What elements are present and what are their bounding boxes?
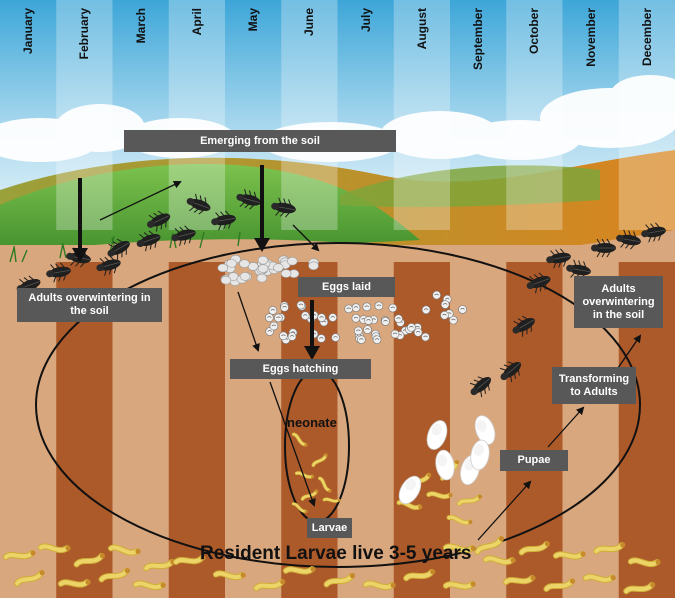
- egg-icon: [373, 336, 381, 344]
- egg-icon: [440, 311, 448, 319]
- egg-icon: [421, 333, 429, 341]
- egg-icon: [258, 256, 268, 264]
- egg-icon: [352, 314, 360, 322]
- egg-icon: [332, 334, 340, 342]
- neonate-label: neonate: [287, 415, 337, 430]
- egg-icon: [352, 304, 360, 312]
- egg-icon: [239, 260, 249, 268]
- egg-icon: [414, 328, 422, 336]
- egg-icon: [354, 327, 362, 335]
- egg-icon: [433, 291, 441, 299]
- adults-overwintering-left-label: Adults overwintering in the soil: [17, 288, 162, 322]
- egg-icon: [407, 323, 415, 331]
- eggs-laid-label: Eggs laid: [298, 277, 395, 297]
- egg-icon: [459, 305, 467, 313]
- egg-icon: [227, 259, 237, 267]
- egg-icon: [297, 301, 305, 309]
- egg-icon: [288, 332, 296, 340]
- eggs-hatching-label: Eggs hatching: [230, 359, 371, 379]
- transforming-label: Transforming to Adults: [552, 367, 636, 404]
- pupae-label: Pupae: [500, 450, 568, 471]
- egg-icon: [381, 317, 389, 325]
- egg-icon: [309, 262, 319, 270]
- egg-icon: [281, 270, 291, 278]
- egg-icon: [273, 264, 283, 272]
- egg-icon: [364, 317, 372, 325]
- egg-icon: [375, 302, 383, 310]
- egg-icon: [257, 274, 267, 282]
- egg-icon: [394, 315, 402, 323]
- egg-icon: [270, 322, 278, 330]
- larvae-label: Larvae: [307, 518, 352, 538]
- egg-icon: [279, 332, 287, 340]
- egg-icon: [218, 264, 228, 272]
- egg-icon: [345, 305, 353, 313]
- egg-icon: [363, 303, 371, 311]
- egg-icon: [287, 257, 297, 265]
- egg-icon: [265, 314, 273, 322]
- egg-icon: [240, 272, 250, 280]
- egg-icon: [389, 304, 397, 312]
- egg-icon: [357, 336, 365, 344]
- egg-icon: [391, 330, 399, 338]
- egg-icon: [258, 265, 268, 273]
- egg-icon: [441, 301, 449, 309]
- emerging-label: Emerging from the soil: [124, 130, 396, 152]
- egg-icon: [318, 314, 326, 322]
- egg-icon: [269, 306, 277, 314]
- egg-icon: [422, 306, 430, 314]
- resident-larvae-label: Resident Larvae live 3-5 years: [200, 543, 471, 565]
- egg-icon: [329, 314, 337, 322]
- egg-icon: [301, 312, 309, 320]
- egg-icon: [281, 303, 289, 311]
- egg-icon: [364, 326, 372, 334]
- egg-icon: [221, 276, 231, 284]
- egg-icon: [274, 314, 282, 322]
- adults-overwintering-right-label: Adults overwintering in the soil: [574, 276, 663, 328]
- egg-icon: [317, 334, 325, 342]
